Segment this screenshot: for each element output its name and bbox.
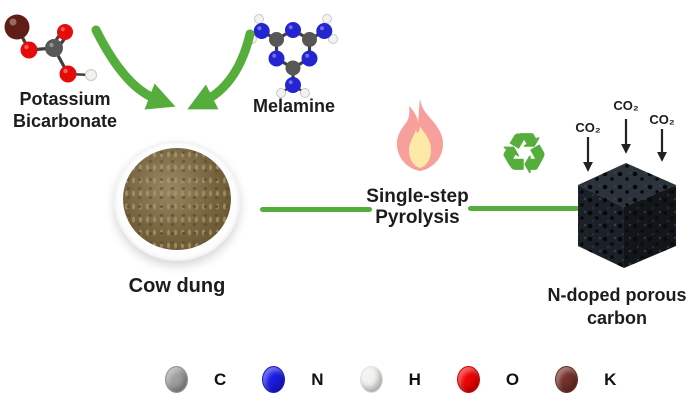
atom-color-dot bbox=[262, 366, 286, 393]
cube-top-pores bbox=[578, 163, 676, 207]
hydrogen-atom bbox=[300, 88, 310, 98]
flame-inner bbox=[409, 126, 431, 168]
legend-item: H bbox=[359, 366, 421, 393]
process-line-right bbox=[468, 206, 579, 211]
atom-color-dot bbox=[456, 366, 480, 393]
nitrogen-atom bbox=[285, 77, 301, 93]
nitrogen-atom bbox=[316, 23, 333, 39]
atom-highlight bbox=[272, 53, 277, 58]
carbon-atom bbox=[302, 32, 317, 47]
atom-color-dot bbox=[359, 366, 383, 393]
nitrogen-atom bbox=[301, 50, 318, 67]
hydrogen-atom bbox=[322, 14, 332, 24]
fire-icon bbox=[396, 98, 444, 171]
potassium-bicarbonate-molecule bbox=[4, 14, 97, 83]
process-line-left bbox=[260, 207, 372, 212]
label-line: Pyrolysis bbox=[375, 207, 460, 228]
cow-dung-bowl bbox=[114, 141, 240, 261]
atom-highlight bbox=[320, 26, 324, 31]
atom-color-dot bbox=[555, 366, 579, 393]
hydrogen-atom bbox=[328, 34, 338, 44]
oxygen-atom bbox=[57, 24, 73, 40]
cow-dung bbox=[123, 148, 231, 250]
nitrogen-atom bbox=[253, 23, 270, 39]
carbon-atom bbox=[285, 60, 301, 76]
legend-symbol: N bbox=[311, 369, 324, 389]
atom-highlight bbox=[24, 44, 29, 50]
product-label: N-doped porous carbon bbox=[538, 284, 696, 330]
cow-dung-label: Cow dung bbox=[128, 275, 226, 297]
carbon-atom bbox=[269, 32, 284, 47]
curved-arrow-right bbox=[187, 29, 255, 110]
hydrogen-atom bbox=[276, 88, 286, 98]
label-line: N-doped porous bbox=[547, 285, 687, 305]
label-line: Single-step bbox=[366, 186, 469, 207]
atom-color-dot bbox=[165, 366, 188, 393]
legend-symbol: C bbox=[214, 369, 227, 389]
porous-carbon-cube bbox=[578, 163, 676, 268]
pyrolysis-label: Single-step Pyrolysis bbox=[355, 186, 480, 228]
label-line: carbon bbox=[586, 308, 647, 328]
label-line: Potassium bbox=[19, 89, 111, 109]
legend-item: C bbox=[165, 366, 226, 393]
atom-highlight bbox=[49, 42, 54, 48]
legend-item: K bbox=[555, 366, 616, 393]
label-line: Bicarbonate bbox=[12, 111, 118, 131]
atom-highlight bbox=[60, 27, 65, 32]
hydrogen-atom bbox=[85, 69, 97, 81]
atom-highlight bbox=[288, 80, 293, 85]
nitrogen-atom bbox=[285, 22, 301, 38]
legend-symbol: K bbox=[604, 369, 617, 389]
potassium-bicarbonate-label: Potassium Bicarbonate bbox=[0, 88, 132, 132]
legend-item: N bbox=[262, 366, 324, 393]
atom-color-legend: C N H O K bbox=[165, 366, 652, 393]
legend-symbol: H bbox=[408, 369, 421, 389]
curved-arrow-left bbox=[91, 25, 176, 110]
converging-arrows-icon bbox=[91, 25, 255, 110]
co2-label: CO₂ bbox=[649, 112, 675, 127]
melamine-label: Melamine bbox=[252, 96, 336, 116]
co2-arrows bbox=[583, 119, 667, 172]
atom-highlight bbox=[257, 26, 262, 31]
legend-item: O bbox=[456, 366, 520, 393]
recycle-icon: ♻ bbox=[499, 124, 549, 184]
cube-front-pores bbox=[578, 185, 624, 268]
co2-label: CO₂ bbox=[613, 98, 639, 113]
oxygen-atom bbox=[20, 41, 38, 59]
carbon-atom bbox=[45, 39, 63, 57]
legend-symbol: O bbox=[505, 369, 520, 389]
atom-highlight bbox=[63, 68, 68, 74]
co2-label: CO₂ bbox=[575, 120, 601, 135]
nitrogen-atom bbox=[268, 50, 285, 67]
oxygen-atom bbox=[59, 65, 77, 83]
cube-right-pores bbox=[624, 185, 676, 268]
atom-highlight bbox=[288, 25, 293, 30]
atom-highlight bbox=[305, 53, 310, 58]
potassium-atom bbox=[4, 14, 30, 40]
atom-highlight bbox=[9, 18, 17, 26]
